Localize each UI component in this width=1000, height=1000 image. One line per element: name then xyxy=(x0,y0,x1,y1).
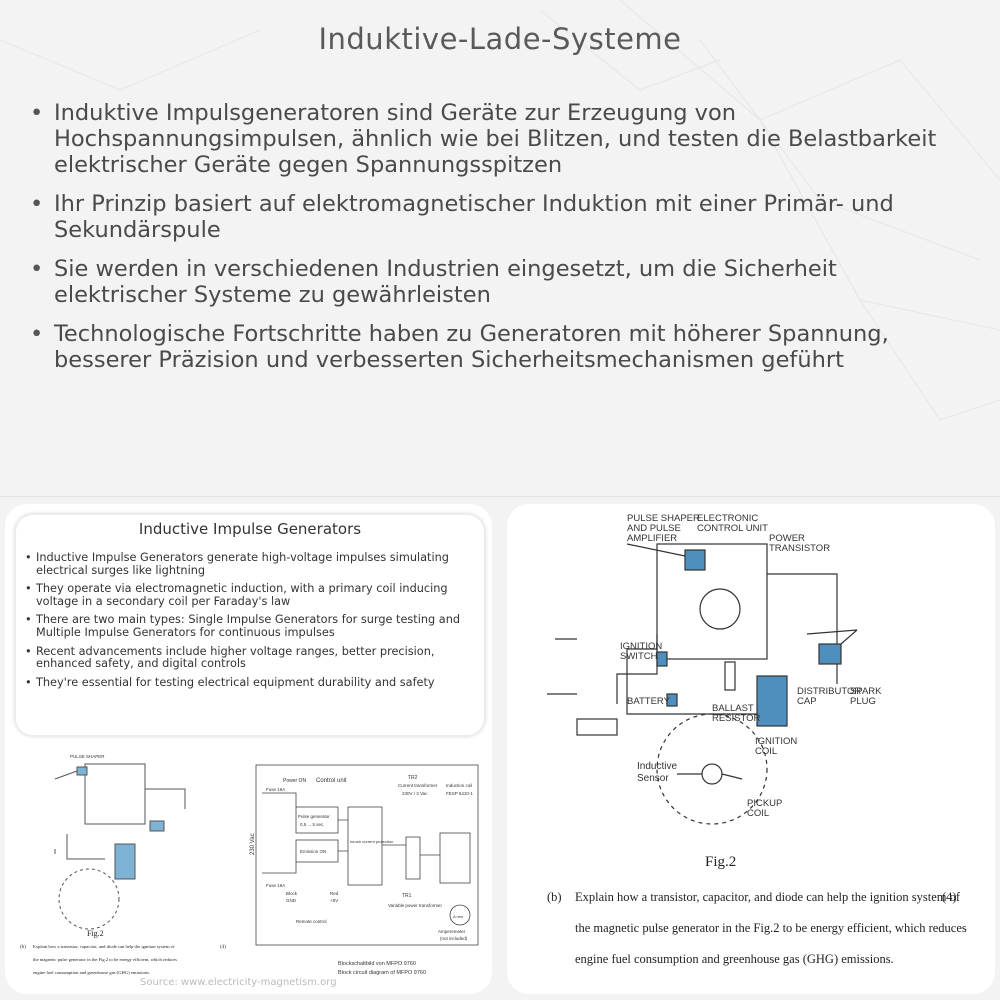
question-letter: (b) xyxy=(547,890,562,904)
small-question-line: engine fuel consumption and greenhouse g… xyxy=(33,970,150,975)
diagram-label: PULSE SHAPER xyxy=(627,513,700,524)
question-line: the magnetic pulse generator in the Fig.… xyxy=(575,921,967,935)
block-caption: Blockschaltbild von MFPO 9760 xyxy=(338,961,416,967)
block-label: Inrush current protection xyxy=(350,839,393,844)
source-credit: Source: www.electricity-magnetism.org xyxy=(140,977,337,988)
block-label: Pulse generator xyxy=(298,814,330,819)
block-label: Red xyxy=(330,891,339,896)
diagram-label: COIL xyxy=(747,808,769,819)
left-image-card: Inductive Impulse Generators Inductive I… xyxy=(5,504,492,994)
diagram-label: BATTERY xyxy=(627,696,671,707)
block-label: Remote control xyxy=(296,919,327,924)
fig-caption: Fig.2 xyxy=(705,854,736,870)
block-label: FESP 5410-1 xyxy=(446,791,473,796)
summary-bullet: They're essential for testing electrical… xyxy=(25,676,475,690)
diagram-label: COIL xyxy=(755,746,777,757)
main-bullet-list: Induktive Impulsgeneratoren sind Geräte … xyxy=(30,100,970,386)
diagram-label: AND PULSE xyxy=(627,523,681,534)
small-fig-caption: Fig.2 xyxy=(87,929,104,938)
block-circuit-diagram: Power ON Control unit Fuse 16A Fuse 16A … xyxy=(250,764,479,976)
summary-title: Inductive Impulse Generators xyxy=(138,520,362,538)
diagram-label: IGNITION xyxy=(620,641,662,652)
question-line: Explain how a transistor, capacitor, and… xyxy=(575,890,961,904)
diagram-label: SWITCH xyxy=(620,651,658,662)
block-label: Control unit xyxy=(316,778,347,784)
bullet-item: Ihr Prinzip basiert auf elektromagnetisc… xyxy=(30,191,970,243)
block-label: Power ON xyxy=(283,778,306,784)
block-label: 230 Vac xyxy=(250,833,256,855)
diagram-label: POWER xyxy=(769,533,805,544)
block-label: Amperemeter xyxy=(438,929,466,934)
summary-bullet: Recent advancements include higher volta… xyxy=(25,645,475,671)
question-marks: (4) xyxy=(942,890,957,904)
summary-bullet: There are two main types: Single Impulse… xyxy=(25,614,475,639)
bullet-item: Technologische Fortschritte haben zu Gen… xyxy=(30,321,970,373)
right-image-card: PULSE SHAPER AND PULSE AMPLIFIER ELECTRO… xyxy=(507,504,995,994)
small-label: PULSE SHAPER xyxy=(70,754,105,759)
block-label: Emission ON xyxy=(300,849,326,854)
block-label: Variable power transformer xyxy=(388,903,442,908)
small-question-marks: (4) xyxy=(220,945,226,950)
block-label: +5V xyxy=(330,898,338,903)
block-label: TR2 xyxy=(408,775,418,781)
small-question-line: the magnetic pulse generator in the Fig.… xyxy=(33,957,177,963)
page-title: Induktive-Lade-Systeme xyxy=(318,22,682,56)
diagram-label: CONTROL UNIT xyxy=(697,523,768,534)
small-question-letter: (b) xyxy=(20,945,26,950)
summary-bullet-list: Inductive Impulse Generators generate hi… xyxy=(25,551,475,695)
bullet-item: Sie werden in verschiedenen Industrien e… xyxy=(30,256,970,308)
block-label: (not included) xyxy=(440,936,468,941)
question-line: engine fuel consumption and greenhouse g… xyxy=(575,952,894,966)
diagram-label: PLUG xyxy=(850,696,876,707)
diagram-label: TRANSISTOR xyxy=(769,543,830,554)
section-divider xyxy=(0,496,1000,497)
diagram-label: SPARK xyxy=(850,686,882,697)
small-ignition-diagram: PULSE SHAPER Fig.2 (b) Explain how a tra… xyxy=(20,754,226,975)
ignition-system-diagram: PULSE SHAPER AND PULSE AMPLIFIER ELECTRO… xyxy=(547,513,967,966)
block-label: 230V / 3 Vac xyxy=(402,791,428,796)
diagram-label: IGNITION xyxy=(755,736,797,747)
diagram-label: Inductive xyxy=(637,761,677,772)
block-label: Block xyxy=(286,891,298,896)
summary-bullet: They operate via electromagnetic inducti… xyxy=(25,582,475,608)
diagram-label: PICKUP xyxy=(747,798,782,809)
block-label: GND xyxy=(286,898,297,903)
small-question-line: Explain how a transistor, capacitor, and… xyxy=(33,944,175,950)
diagram-label: AMPLIFIER xyxy=(627,533,677,544)
block-label: A rms xyxy=(453,914,463,919)
block-label: 0,5 ... 5 sec. xyxy=(300,822,325,827)
diagram-label: Sensor xyxy=(637,773,669,784)
block-caption: Block circuit diagram of MFPO 9760 xyxy=(338,970,426,976)
bullet-item: Induktive Impulsgeneratoren sind Geräte … xyxy=(30,100,970,178)
block-label: Fuse 16A xyxy=(266,883,285,888)
summary-bullet: Inductive Impulse Generators generate hi… xyxy=(25,551,475,577)
diagram-label: CAP xyxy=(797,696,817,707)
block-label: TR1 xyxy=(402,893,412,899)
diagram-label: BALLAST xyxy=(712,703,754,714)
block-label: Current transformer xyxy=(398,783,438,788)
summary-box: Inductive Impulse Generators Inductive I… xyxy=(15,514,485,736)
block-label: Fuse 16A xyxy=(266,787,285,792)
block-label: Induction coil xyxy=(446,783,472,788)
diagram-label: ELECTRONIC xyxy=(697,513,758,524)
diagram-label: RESISTOR xyxy=(712,713,761,724)
diagram-label: DISTRIBUTOR xyxy=(797,686,861,697)
